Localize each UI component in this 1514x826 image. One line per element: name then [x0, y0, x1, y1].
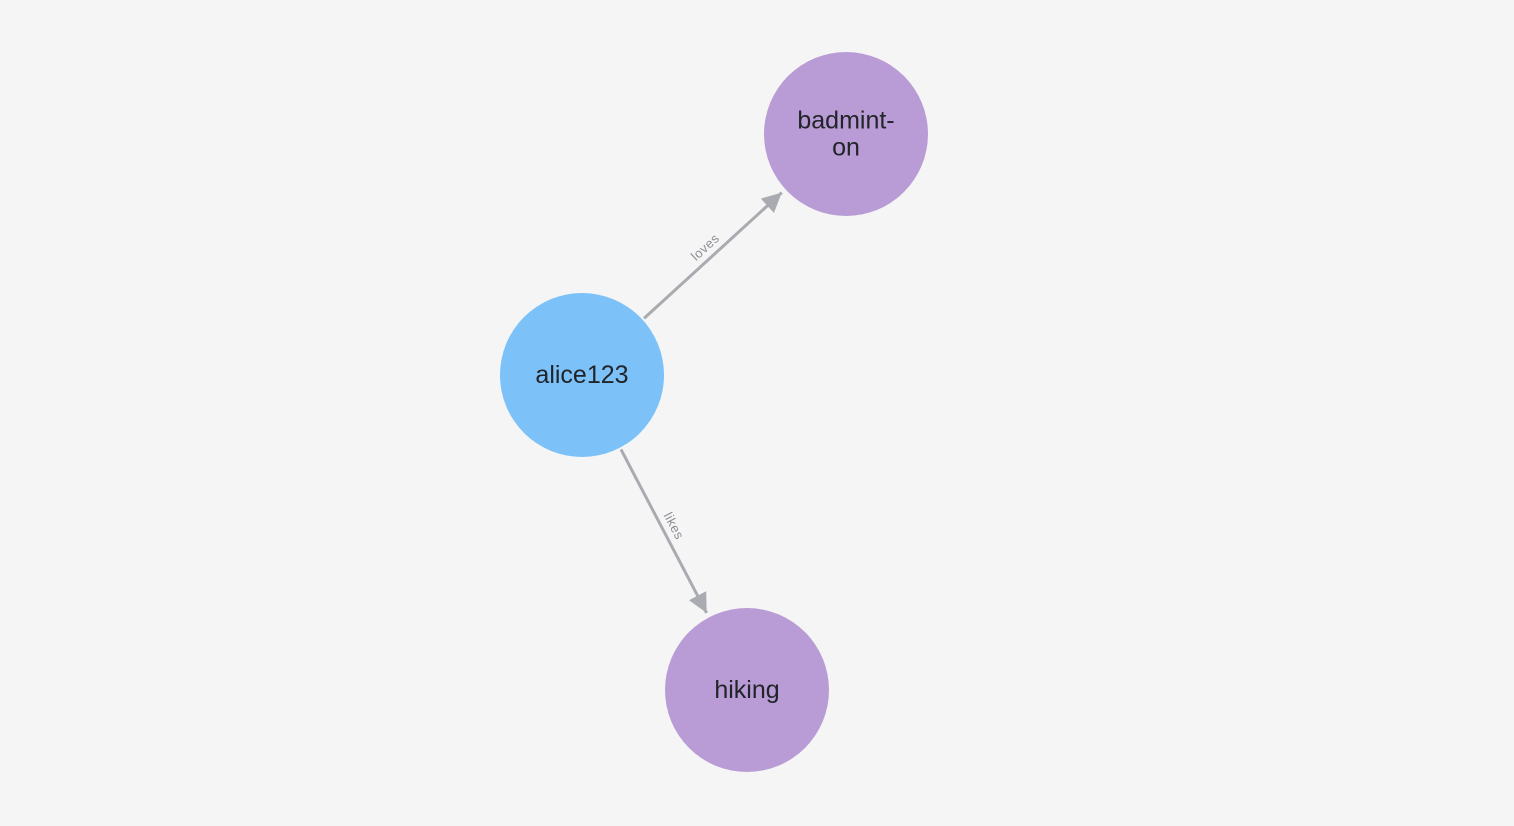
- edge-label-likes: likes: [661, 510, 688, 542]
- node-label-line: hiking: [714, 676, 779, 704]
- node-label-line: on: [832, 134, 860, 162]
- node-alice123[interactable]: alice123: [500, 293, 664, 457]
- edge-label-loves: loves: [688, 230, 722, 263]
- edge-loves[interactable]: loves: [643, 191, 783, 320]
- node-label-line: alice123: [535, 361, 628, 389]
- edge-line-likes[interactable]: [619, 448, 708, 614]
- edge-likes[interactable]: likes: [619, 448, 708, 614]
- node-label-line: badmint-: [797, 107, 894, 135]
- node-label-badminton: badmint-on: [797, 107, 894, 162]
- edge-line-loves[interactable]: [643, 191, 783, 320]
- node-circle-hiking[interactable]: [665, 608, 829, 772]
- node-label-alice123: alice123: [535, 361, 628, 389]
- node-circle-alice123[interactable]: [500, 293, 664, 457]
- node-badminton[interactable]: badmint-on: [764, 52, 928, 216]
- node-circle-badminton[interactable]: [764, 52, 928, 216]
- node-hiking[interactable]: hiking: [665, 608, 829, 772]
- node-label-hiking: hiking: [714, 676, 779, 704]
